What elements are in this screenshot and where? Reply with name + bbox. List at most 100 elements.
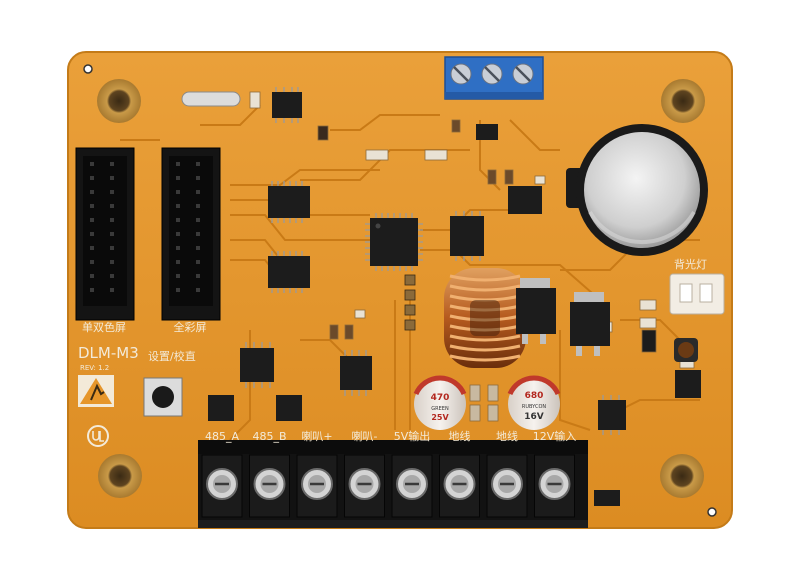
idc-pin [176, 274, 180, 278]
idc-pin [196, 162, 200, 166]
coil-winding [449, 344, 521, 352]
pcb-traces [120, 104, 700, 441]
terminal-label: 485_B [252, 430, 286, 443]
idc-pin [90, 176, 94, 180]
mounting-hole-bottom-right [660, 454, 704, 498]
board-model-label: DLM-M3 [78, 344, 139, 362]
label-single-color-screen: 单双色屏 [82, 320, 126, 334]
idc-pin [110, 176, 114, 180]
chip-u9 [675, 370, 701, 398]
electrolytic-capacitor-2: 680 RUBYCON 16V [507, 375, 561, 430]
board-revision-label: REV: 1.2 [80, 364, 109, 372]
idc-pin [176, 218, 180, 222]
idc-pin [110, 204, 114, 208]
idc-pin [90, 288, 94, 292]
settings-tactile-button[interactable] [143, 377, 183, 417]
chip-u2 [268, 186, 310, 218]
fiducial-top-left [83, 64, 93, 74]
idc-pin [176, 288, 180, 292]
chip-u5 [450, 216, 484, 256]
idc-pin [196, 246, 200, 250]
chip-pins [245, 87, 620, 435]
terminal-label: 12V输入 [533, 429, 577, 443]
idc-pin [110, 162, 114, 166]
coil-winding [449, 314, 521, 322]
idc-pin [176, 204, 180, 208]
capacitor-2-bottom-label: 16V [524, 412, 544, 422]
blue-terminal-block [444, 56, 544, 100]
coil-winding [449, 274, 521, 282]
coil-winding [449, 324, 521, 332]
capacitor-1-top-label: 470 [431, 393, 450, 403]
idc-pin [176, 232, 180, 236]
diode-d1 [594, 490, 620, 506]
terminal-label: 喇叭- [352, 429, 378, 443]
small-inductor [674, 338, 698, 362]
power-regulator-1 [516, 278, 556, 344]
idc-pin [110, 288, 114, 292]
idc-pin [110, 218, 114, 222]
coil-winding [449, 284, 521, 292]
coil-winding [449, 354, 521, 362]
idc-header-left [75, 147, 135, 321]
idc-pin [90, 274, 94, 278]
idc-pin [90, 162, 94, 166]
pin-header-column [404, 274, 416, 331]
idc-pin [196, 260, 200, 264]
coil-winding [449, 304, 521, 312]
transistor-q3 [208, 395, 234, 421]
idc-pins [90, 162, 200, 292]
idc-pin [110, 274, 114, 278]
transistor-q4 [276, 395, 302, 421]
capacitor-2-top-label: 680 [525, 391, 544, 401]
terminal-label: 喇叭+ [301, 429, 332, 443]
mounting-hole-bottom-left [98, 454, 142, 498]
chip-u6 [240, 348, 274, 382]
idc-pin [110, 246, 114, 250]
smd-passives [249, 91, 695, 422]
coil-winding [449, 294, 521, 302]
terminal-label: 地线 [449, 429, 471, 443]
idc-pin [196, 232, 200, 236]
ul-mark-icon [87, 425, 109, 447]
electrolytic-capacitor-1: 470 GREEN 25V [413, 375, 467, 430]
backlight-connector [669, 273, 725, 315]
label-backlight: 背光灯 [674, 257, 707, 271]
idc-pin [90, 246, 94, 250]
idc-pin [196, 218, 200, 222]
idc-pin [90, 232, 94, 236]
idc-pin [196, 274, 200, 278]
idc-pin [196, 176, 200, 180]
chip-u1 [272, 92, 302, 118]
idc-header-right [161, 147, 221, 321]
idc-pin [110, 260, 114, 264]
esd-warning-icon [78, 375, 114, 407]
idc-pin [176, 190, 180, 194]
idc-pin [196, 288, 200, 292]
fiducial-bottom-right [707, 507, 717, 517]
toroid-inductor [444, 268, 526, 368]
terminal-label: 地线 [496, 429, 518, 443]
idc-pin [196, 204, 200, 208]
mounting-hole-top-left [97, 79, 141, 123]
mcu-chip [370, 218, 418, 266]
idc-pin [110, 190, 114, 194]
coin-cell-battery [566, 124, 708, 256]
idc-pin [110, 232, 114, 236]
crystal-oscillator [181, 91, 241, 107]
chip-u8 [598, 400, 626, 430]
idc-pin [90, 260, 94, 264]
idc-pin [90, 190, 94, 194]
terminal-screws [201, 454, 575, 518]
capacitor-2-mid-label: RUBYCON [522, 404, 546, 410]
idc-pin [90, 204, 94, 208]
idc-pin [90, 218, 94, 222]
terminal-label: 485_A [205, 430, 239, 443]
regulator-q2 [508, 186, 542, 214]
capacitor-1-mid-label: GREEN [431, 406, 449, 412]
coil-winding [449, 334, 521, 342]
power-regulator-2 [570, 292, 610, 356]
idc-pin [176, 162, 180, 166]
